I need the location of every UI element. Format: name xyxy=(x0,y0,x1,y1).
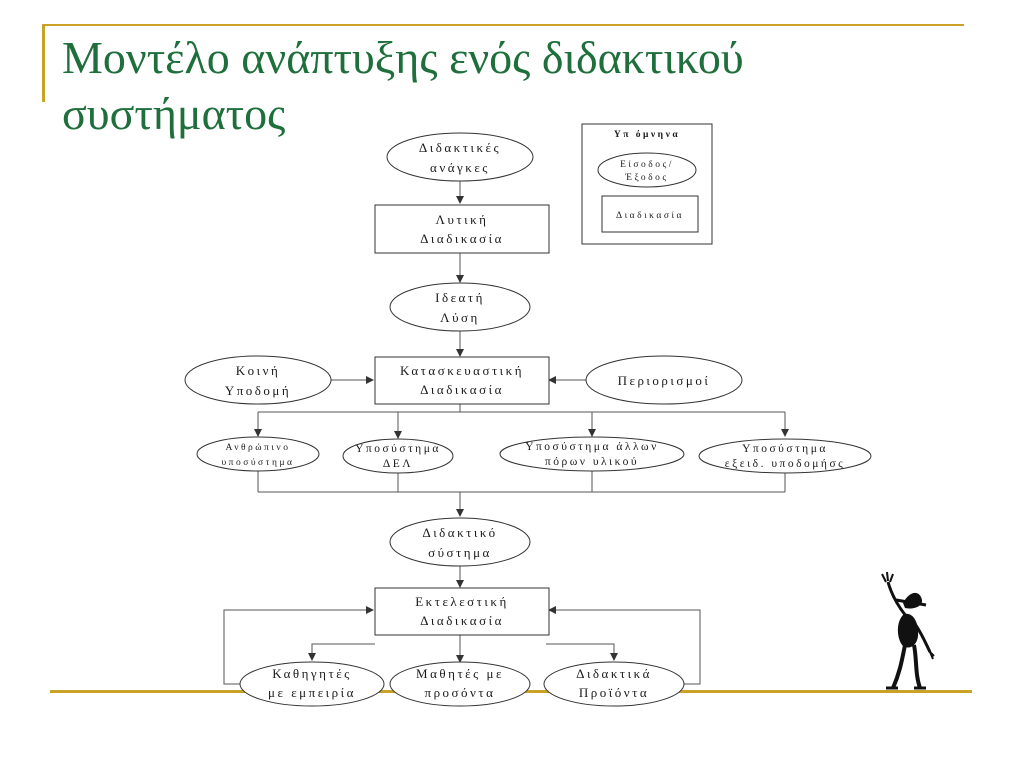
legend-io-shape xyxy=(597,152,697,188)
other-label-2: πόρων υλικού xyxy=(545,456,639,468)
products-shape xyxy=(543,661,685,707)
arrow-exec-to-products xyxy=(546,643,618,661)
title-line-2: συστήματος xyxy=(62,88,286,139)
equipment-label-1: Υποσύστημα xyxy=(742,443,828,455)
left-accent-bar xyxy=(42,24,45,102)
arrow-exec-to-teachers xyxy=(308,643,375,661)
students-label-1: Μαθητές με xyxy=(416,666,504,681)
legend-title: Υπ όμνηνα xyxy=(614,129,680,140)
equipment-label-2: εξειδ. υποδομήσς xyxy=(725,458,845,470)
teachers-label-1: Καθηγητές xyxy=(272,666,352,681)
node-ideal: Ιδεατή Λύση xyxy=(389,282,531,332)
arrow-teachers-feedback xyxy=(223,606,374,685)
human-label-2: υποσύστημα xyxy=(221,458,294,468)
exec-label-2: Διαδικασία xyxy=(420,613,504,628)
node-products: Διδακτικά Προϊόντα xyxy=(543,661,685,707)
construct-label-1: Κατασκευαστική xyxy=(400,363,524,378)
node-teachers: Καθηγητές με εμπειρία xyxy=(239,661,385,707)
node-common: Κοινή Υποδομή xyxy=(184,355,332,405)
connectors xyxy=(223,181,789,685)
node-human: Ανθρώπινο υποσύστημα xyxy=(196,436,320,472)
construct-shape xyxy=(374,356,550,405)
needs-label-1: Διδακτικές xyxy=(419,140,501,155)
equipment-shape xyxy=(698,438,872,474)
del-label-1: Υποσύστημα xyxy=(355,443,441,455)
node-other: Υποσύστημα άλλων πόρων υλικού xyxy=(499,436,685,472)
construct-label-2: Διαδικασία xyxy=(420,382,504,397)
node-equipment: Υποσύστημα εξειδ. υποδομήσς xyxy=(698,438,872,474)
node-analytic: Λυτική Διαδικασία xyxy=(374,204,550,254)
analytic-label-2: Διαδικασία xyxy=(420,231,504,246)
node-system: Διδακτικό σύστημα xyxy=(389,517,531,567)
slide-title: Μοντέλο ανάπτυξης ενός διδακτικού συστήμ… xyxy=(62,30,962,142)
system-shape xyxy=(389,517,531,567)
products-label-1: Διδακτικά xyxy=(576,666,652,681)
other-label-1: Υποσύστημα άλλων xyxy=(525,441,659,453)
human-shape xyxy=(196,436,320,472)
teachers-shape xyxy=(239,661,385,707)
ideal-shape xyxy=(389,282,531,332)
legend-io-label-2: Έξοδος xyxy=(624,173,668,183)
system-label-1: Διδακτικό xyxy=(422,525,497,540)
waving-stick-figure-icon xyxy=(881,571,935,690)
analytic-label-1: Λυτική xyxy=(436,212,489,227)
common-label-1: Κοινή xyxy=(236,363,281,378)
node-students: Μαθητές με προσόντα xyxy=(389,661,531,707)
node-construct: Κατασκευαστική Διαδικασία xyxy=(374,356,550,405)
other-shape xyxy=(499,436,685,472)
exec-shape xyxy=(374,587,550,636)
human-label-1: Ανθρώπινο xyxy=(226,443,291,453)
arrow-products-feedback xyxy=(548,606,701,685)
needs-label-2: ανάγκες xyxy=(430,160,490,175)
common-shape xyxy=(184,355,332,405)
ideal-label-1: Ιδεατή xyxy=(435,290,485,305)
teachers-label-2: με εμπειρία xyxy=(268,685,356,700)
students-shape xyxy=(389,661,531,707)
common-label-2: Υποδομή xyxy=(225,383,291,398)
node-exec: Εκτελεστική Διαδικασία xyxy=(374,587,550,636)
legend: Υπ όμνηνα Είσοδος/ Έξοδος Διαδικασία xyxy=(581,123,713,245)
title-line-1: Μοντέλο ανάπτυξης ενός διδακτικού xyxy=(62,32,744,83)
legend-process-label: Διαδικασία xyxy=(616,211,684,221)
node-constraints: Περιορισμοί xyxy=(585,355,743,405)
system-label-2: σύστημα xyxy=(428,545,492,560)
constraints-label: Περιορισμοί xyxy=(618,373,711,388)
exec-label-1: Εκτελεστική xyxy=(415,594,509,609)
analytic-shape xyxy=(374,204,550,254)
products-label-2: Προϊόντα xyxy=(579,685,649,700)
node-del: Υποσύστημα ΔΕΛ xyxy=(342,438,454,474)
ideal-label-2: Λύση xyxy=(440,310,480,325)
students-label-2: προσόντα xyxy=(425,685,496,700)
needs-shape xyxy=(386,132,534,182)
del-label-2: ΔΕΛ xyxy=(383,458,413,470)
legend-io-label-1: Είσοδος/ xyxy=(620,160,674,170)
node-needs: Διδακτικές ανάγκες xyxy=(386,132,534,182)
constraints-shape xyxy=(585,355,743,405)
top-accent-line xyxy=(42,24,964,26)
del-shape xyxy=(342,438,454,474)
legend-process-shape xyxy=(601,195,699,233)
